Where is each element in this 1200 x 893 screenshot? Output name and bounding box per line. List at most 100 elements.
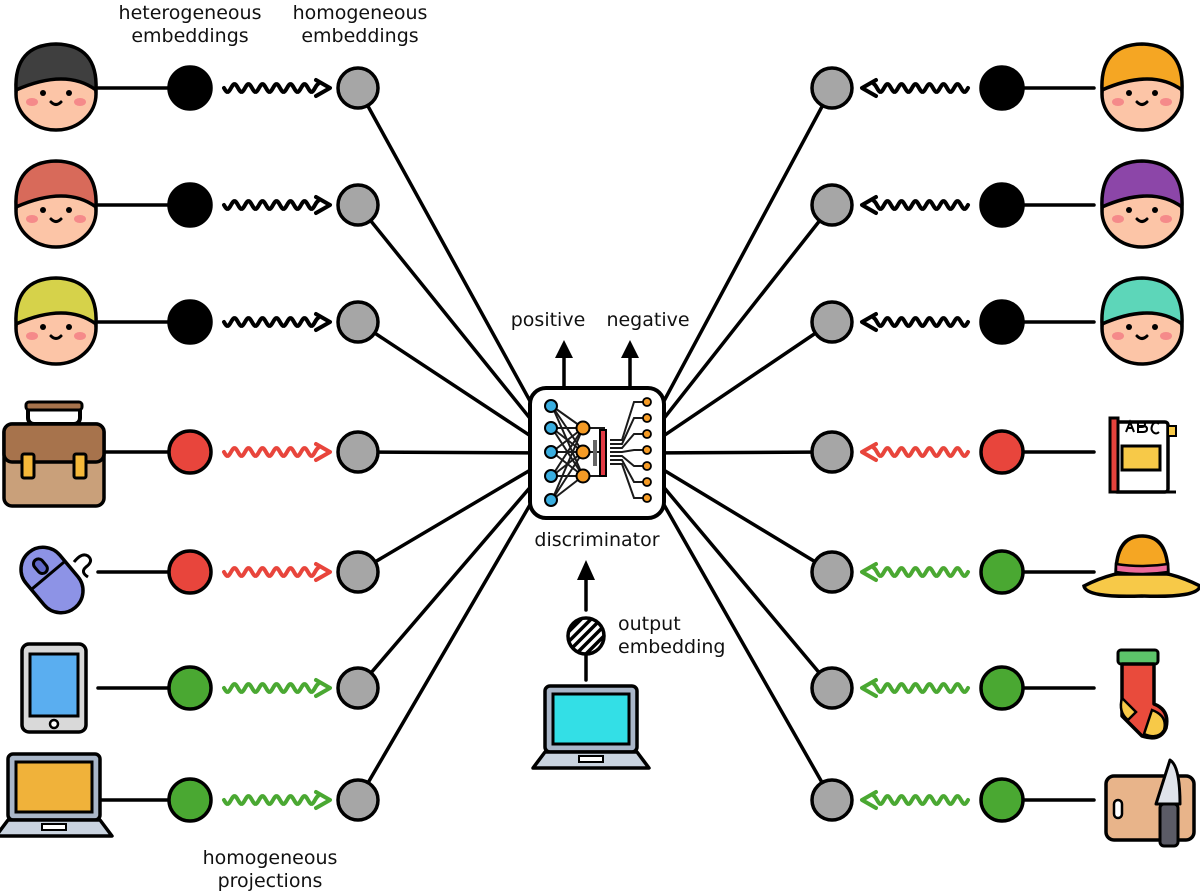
projection-arrowhead-right-1 (860, 195, 878, 215)
homogeneous-node-left-3 (336, 430, 380, 474)
projection-arrowhead-right-5 (860, 678, 878, 698)
nn-out-link (610, 401, 645, 441)
laptop-screen (14, 760, 94, 814)
negative-arrow-head (621, 340, 639, 358)
stocking-heel (1119, 695, 1138, 722)
face-orange-hair-icon (1100, 42, 1184, 132)
waves-layer (222, 78, 970, 810)
projection-arrowhead-left-3 (314, 442, 332, 462)
right-eye (1152, 324, 1158, 330)
stocking-cuff (1116, 648, 1160, 666)
christmas-stocking-icon (1116, 648, 1169, 740)
face-dark-hair-icon (14, 42, 98, 132)
heterogeneous-node-left-6 (167, 777, 213, 823)
left-eye (1126, 90, 1132, 96)
homogeneous-projections-label-line1: homogeneous (203, 847, 338, 869)
homogeneous-projections-label-line2: projections (218, 870, 323, 892)
heterogeneous-node-right-2 (979, 299, 1025, 345)
projection-arrowhead-right-4 (860, 562, 878, 582)
projection-arrowhead-left-4 (314, 562, 332, 582)
heterogeneous-node-right-3 (979, 429, 1025, 475)
projection-arrowhead-left-2 (314, 312, 332, 332)
nn-input-node (544, 493, 558, 507)
nn-hidden-node (575, 468, 591, 484)
homogeneous-node-right-6 (810, 778, 854, 822)
nn-out-link (610, 455, 645, 467)
projection-wave-left-0 (222, 82, 320, 94)
smile (49, 217, 63, 223)
nn-output-node (642, 413, 652, 423)
right-cheek (1160, 98, 1172, 106)
edge-left-3 (356, 450, 532, 455)
projection-arrowhead-left-1 (314, 195, 332, 215)
edge-left-2 (356, 320, 532, 438)
nn-output-node (642, 477, 652, 487)
laptop-cyan-icon (531, 684, 651, 770)
heterogeneous-node-right-1 (979, 182, 1025, 228)
heterogeneous-node-right-6 (979, 777, 1025, 823)
projection-wave-left-4 (222, 566, 320, 578)
right-cheek (74, 215, 86, 223)
projection-wave-left-1 (222, 199, 320, 211)
right-eye (1152, 90, 1158, 96)
positive-arrow-head (555, 340, 573, 358)
homogeneous-node-left-4 (336, 550, 380, 594)
hat-band (1114, 562, 1170, 576)
hair-fringe (14, 159, 98, 211)
nn-input-node (544, 421, 558, 435)
hair-fringe (14, 276, 98, 328)
right-cheek (1160, 332, 1172, 340)
left-cheek (1112, 332, 1124, 340)
heterogeneous-node-left-0 (167, 65, 213, 111)
smile (49, 100, 63, 106)
edge-right-2 (662, 320, 834, 438)
edge-right-5 (662, 485, 834, 690)
heterogeneous-node-left-2 (167, 299, 213, 345)
projection-wave-left-6 (222, 794, 320, 806)
smile (1135, 334, 1149, 340)
negative-label: negative (606, 309, 689, 331)
nn-input-node (544, 445, 558, 459)
homogeneous-node-left-6 (336, 778, 380, 822)
projection-wave-left-2 (222, 316, 320, 328)
right-eye (66, 324, 72, 330)
icons-layer (0, 42, 1200, 848)
homogeneous-node-right-0 (810, 66, 854, 110)
face-yellow-hair-icon (14, 276, 98, 366)
right-clasp (72, 452, 88, 480)
edge-right-4 (662, 468, 834, 574)
nn-red-bar (599, 429, 607, 477)
face-teal-hair-icon (1100, 276, 1184, 366)
nn-dash (593, 440, 597, 466)
smile (49, 334, 63, 340)
mouse-wheel (32, 557, 49, 576)
homogeneous-node-right-4 (810, 550, 854, 594)
laptop-trackpad (41, 823, 67, 831)
left-clasp (20, 452, 36, 480)
nodes-layer (167, 65, 1025, 823)
book-bookmark (1167, 425, 1177, 437)
discriminator-label: discriminator (534, 529, 659, 551)
mouse-divider (30, 560, 66, 591)
mouse-body-group (19, 545, 85, 615)
hair-fringe (1100, 276, 1184, 328)
left-eye (40, 324, 46, 330)
nn-link (551, 427, 584, 477)
projection-wave-right-2 (872, 316, 970, 328)
nn-output-node (642, 445, 652, 455)
stocking-toe (1142, 708, 1166, 738)
face-purple-hair-icon (1100, 159, 1184, 249)
nn-out-link (610, 463, 645, 499)
edge-right-0 (662, 86, 834, 403)
left-cheek (26, 98, 38, 106)
projection-arrowhead-right-6 (860, 790, 878, 810)
right-eye (66, 207, 72, 213)
nn-out-link (610, 417, 645, 445)
homogeneous-embeddings-label-line1: homogeneous (293, 2, 428, 24)
briefcase-icon (2, 400, 106, 508)
positive-label: positive (511, 309, 586, 331)
abc-book-icon (1108, 416, 1177, 494)
homogeneous-node-right-1 (810, 183, 854, 227)
left-eye (40, 207, 46, 213)
edge-left-6 (356, 503, 532, 802)
